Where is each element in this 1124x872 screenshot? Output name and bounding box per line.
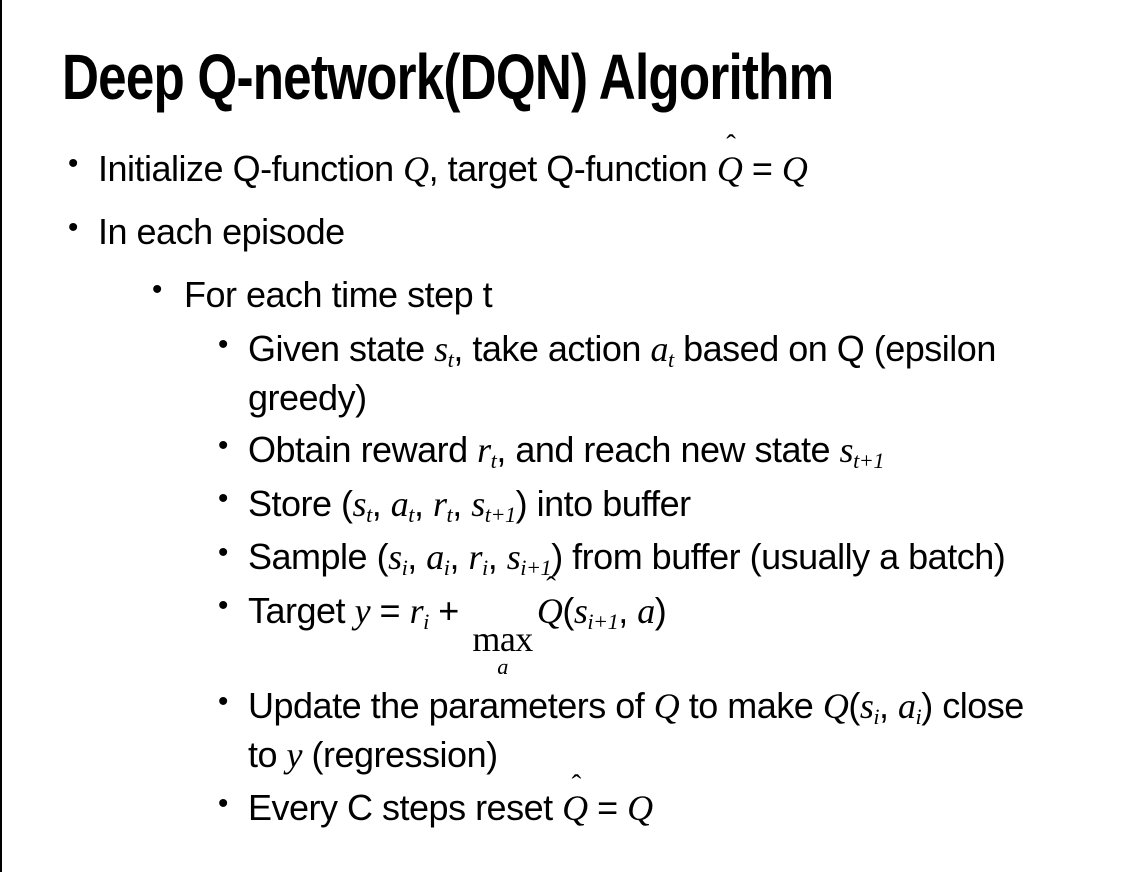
math-subscript: i+1 — [520, 555, 552, 581]
math-variable: Q — [822, 686, 849, 727]
math-variable: r — [409, 590, 424, 631]
math-subscript: i+1 — [587, 608, 619, 634]
math-subscript: i — [401, 555, 408, 581]
math-variable: Q — [653, 686, 680, 727]
math-subscript: i — [915, 704, 922, 730]
math-subscript: t — [408, 501, 414, 527]
math-subscript: t — [667, 347, 674, 373]
math-subscript: t+1 — [853, 448, 884, 474]
math-subscript: i — [482, 555, 488, 581]
math-subscript: i — [873, 704, 880, 730]
math-variable: s — [352, 483, 367, 524]
bullet-marker: • — [152, 273, 162, 307]
math-variable: s — [859, 686, 874, 727]
math-variable: r — [433, 483, 447, 524]
math-variable: s — [839, 430, 854, 471]
math-subscript: i — [423, 608, 429, 634]
math-variable: s — [506, 537, 521, 578]
bullet-marker: • — [68, 210, 78, 244]
math-variable: s — [471, 483, 485, 524]
bullet-item-3: •For each time step t — [152, 273, 493, 315]
bullet-item-6: •Store (st, at, rt, st+1) into buffer — [218, 482, 691, 527]
math-variable: a — [898, 686, 916, 727]
bullet-item-2: •In each episode — [68, 210, 345, 253]
math-variable: y — [286, 734, 303, 775]
math-variable: r — [477, 430, 491, 471]
math-variable: s — [388, 537, 402, 578]
bullet-list: •Initialize Q-function Q, target Q-funct… — [2, 129, 1124, 833]
math-variable: Q — [627, 788, 653, 829]
math-variable: y — [354, 590, 371, 631]
bullet-item-5: •Obtain reward rt, and reach new state s… — [218, 428, 884, 474]
math-subscript: t — [446, 501, 453, 527]
bullet-marker: • — [68, 147, 78, 181]
math-subscript: t — [490, 448, 497, 474]
math-variable: r — [468, 537, 483, 578]
bullet-item-4: •Given state st, take action at based on… — [218, 327, 996, 418]
bullet-marker: • — [218, 589, 228, 623]
math-variable: Q — [403, 148, 429, 189]
bullet-item-7: •Sample (si, ai, ri, si+1) from buffer (… — [218, 535, 1006, 581]
bullet-marker: • — [218, 684, 228, 718]
math-subscript: t — [366, 501, 372, 527]
math-variable: s — [434, 329, 448, 370]
math-subscript: i — [443, 555, 450, 581]
bullet-item-1: •Initialize Q-function Q, target Q-funct… — [2, 129, 1124, 194]
bullet-marker: • — [218, 535, 228, 569]
slide-title: Deep Q-network(DQN) Algorithm — [62, 41, 834, 113]
math-variable: s — [573, 590, 588, 631]
bullet-marker: • — [218, 786, 228, 820]
math-subscript: t — [447, 347, 454, 373]
math-variable: a — [650, 329, 668, 370]
math-variable: a — [637, 590, 655, 631]
bullet-marker: • — [218, 482, 228, 516]
bullet-marker: • — [218, 428, 228, 462]
bullet-item-9: •Update the parameters of Q to make Q(si… — [218, 684, 1024, 775]
bullet-marker: • — [218, 327, 228, 361]
math-subscript: t+1 — [484, 501, 516, 527]
math-variable: a — [426, 537, 444, 578]
math-variable: a — [390, 483, 409, 524]
math-variable: Q — [781, 148, 808, 189]
